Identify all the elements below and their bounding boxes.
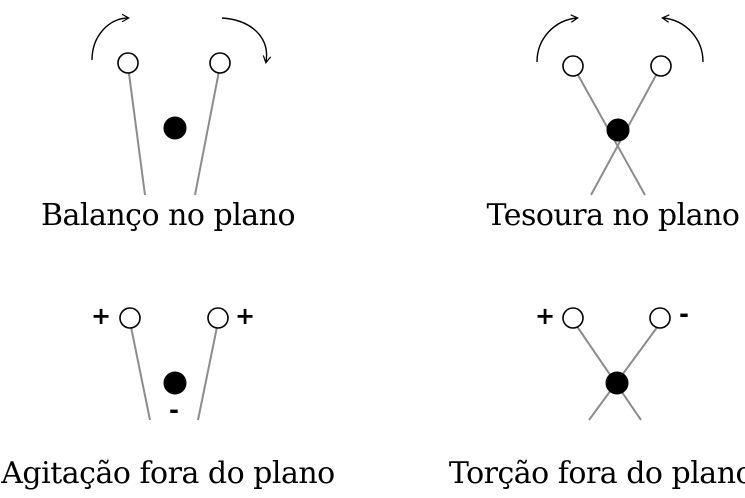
panel-in-plane-scissoring: Tesoura no plano	[487, 14, 740, 233]
caption-twisting: Torção fora do plano	[449, 456, 745, 491]
hydrogen-atom-left	[119, 307, 141, 329]
hydrogen-atom-left	[562, 307, 584, 329]
curved-arrow-left-icon	[91, 13, 130, 61]
hydrogen-atom-left	[562, 55, 584, 77]
bond-left	[573, 321, 642, 421]
bond-right	[197, 321, 219, 421]
bond-left	[129, 321, 151, 421]
curved-arrow-left-icon	[536, 14, 579, 63]
curved-arrow-right-icon	[661, 14, 704, 63]
panel-in-plane-rocking: Balanço no plano	[41, 13, 296, 233]
hydrogen-atom-right	[207, 307, 229, 329]
carbon-atom	[163, 371, 187, 395]
panel-out-of-plane-wagging: + + - Agitação fora do plano	[0, 302, 335, 491]
sign-left-hydrogen: +	[91, 302, 111, 330]
carbon-atom	[606, 118, 630, 142]
sign-right-hydrogen: -	[679, 300, 689, 328]
caption-rocking: Balanço no plano	[41, 198, 295, 233]
bond-right	[194, 65, 221, 196]
bond-left	[127, 65, 146, 196]
hydrogen-atom-left	[117, 52, 139, 74]
sign-right-hydrogen: +	[235, 302, 255, 330]
bond-right	[588, 321, 662, 421]
sign-carbon: -	[169, 396, 179, 424]
sign-left-hydrogen: +	[535, 302, 555, 330]
curved-arrow-right-icon	[221, 17, 272, 64]
carbon-atom	[163, 116, 187, 140]
caption-wagging: Agitação fora do plano	[0, 456, 335, 491]
caption-scissoring: Tesoura no plano	[487, 198, 740, 233]
panel-out-of-plane-twisting: + - Torção fora do plano	[449, 300, 745, 491]
hydrogen-atom-right	[209, 52, 231, 74]
hydrogen-atom-right	[650, 55, 672, 77]
hydrogen-atom-right	[649, 307, 671, 329]
carbon-atom	[605, 371, 629, 395]
